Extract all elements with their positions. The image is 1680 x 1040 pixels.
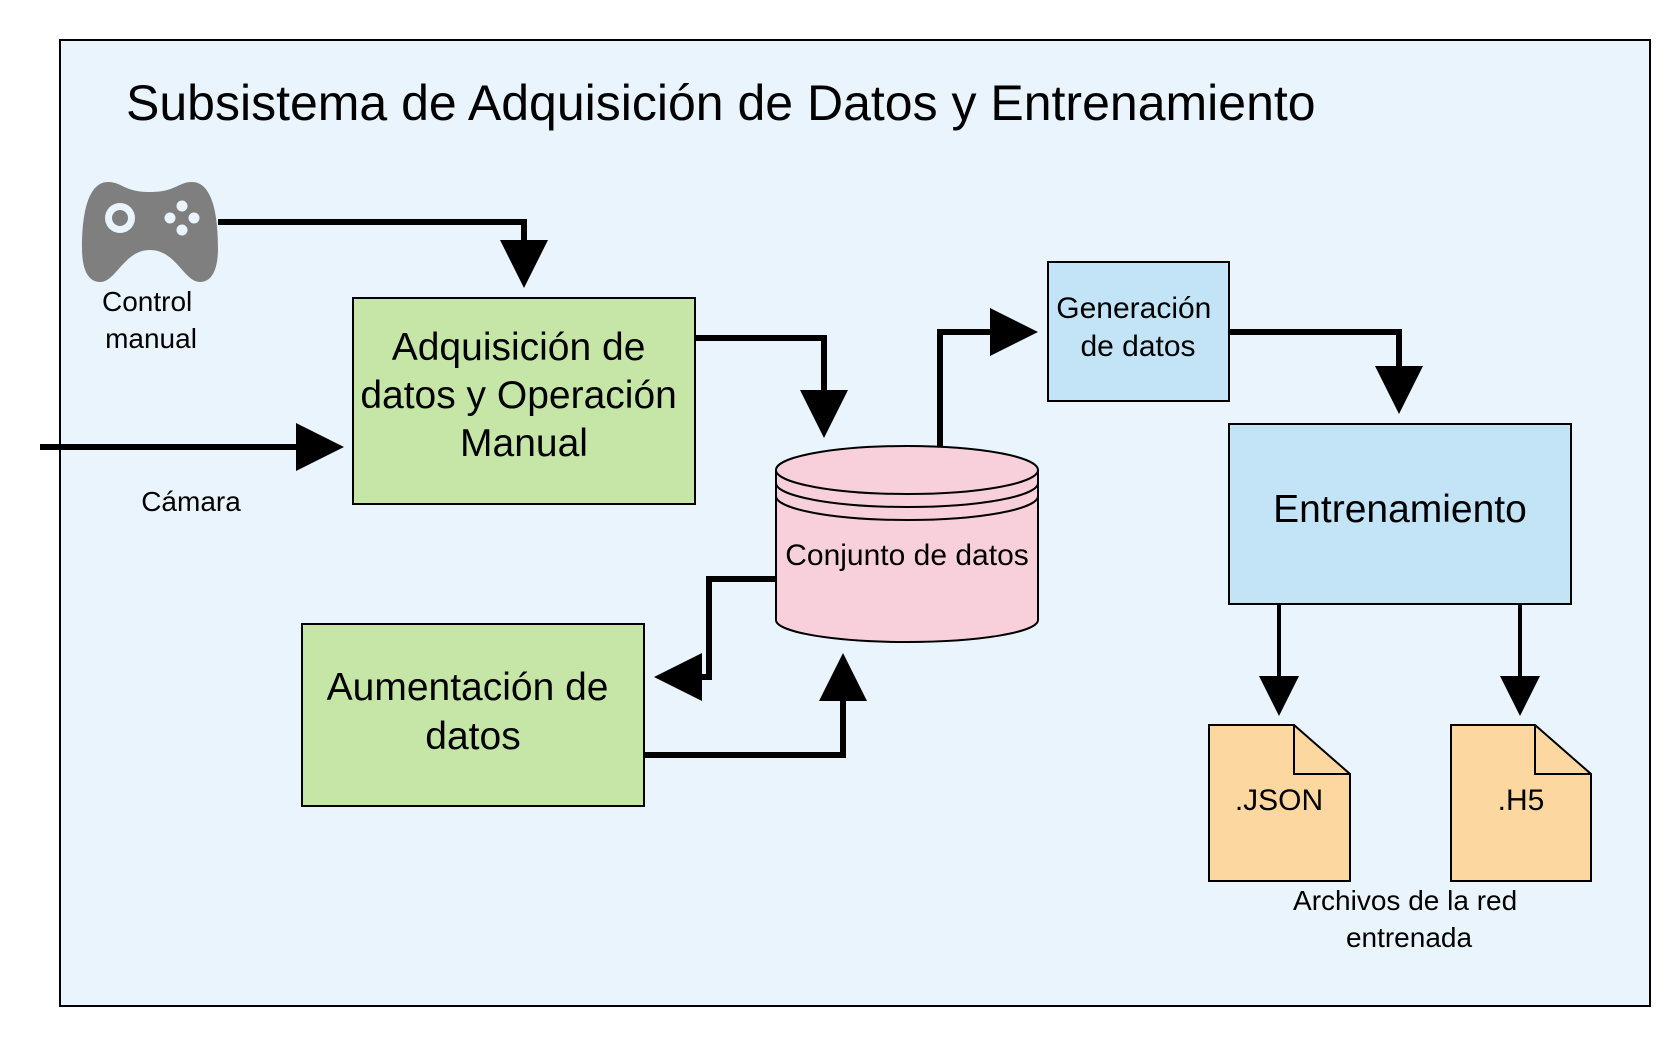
h5-file-label: .H5 xyxy=(1498,784,1545,817)
conjunto-datos-label: Conjunto de datos xyxy=(785,539,1029,572)
conjunto-datos-cylinder xyxy=(775,445,1039,643)
json-file-icon xyxy=(1208,724,1351,882)
generacion-box xyxy=(1047,261,1230,402)
aumentacion-label: Aumentación de datos xyxy=(327,666,620,758)
arrow-conjunto-to-generacion xyxy=(937,308,1038,447)
control-manual-label: Control manual xyxy=(102,286,200,354)
aumentacion-box xyxy=(301,623,645,807)
h5-file-icon xyxy=(1450,724,1592,882)
generacion-label: Generación de datos xyxy=(1056,292,1219,363)
diagram-title: Subsistema de Adquisición de Datos y Ent… xyxy=(126,75,1316,131)
entrenamiento-label: Entrenamiento xyxy=(1273,488,1527,531)
json-file-label: .JSON xyxy=(1235,784,1323,817)
arrow-aumentacion-to-conjunto xyxy=(644,653,867,758)
arrow-generacion-to-entrenamiento xyxy=(1229,329,1423,414)
adquisicion-box xyxy=(352,297,696,505)
archivos-caption: Archivos de la red entrenada xyxy=(1293,885,1525,953)
entrenamiento-box xyxy=(1228,423,1572,605)
gamepad-icon xyxy=(82,182,218,282)
adquisicion-label: Adquisición de datos y Operación Manual xyxy=(360,326,687,465)
arrow-adquisicion-to-conjunto xyxy=(695,335,848,438)
camera-label: Cámara xyxy=(141,486,241,517)
arrow-control-to-adquisicion xyxy=(218,219,548,288)
arrow-conjunto-to-aumentacion xyxy=(654,576,776,701)
